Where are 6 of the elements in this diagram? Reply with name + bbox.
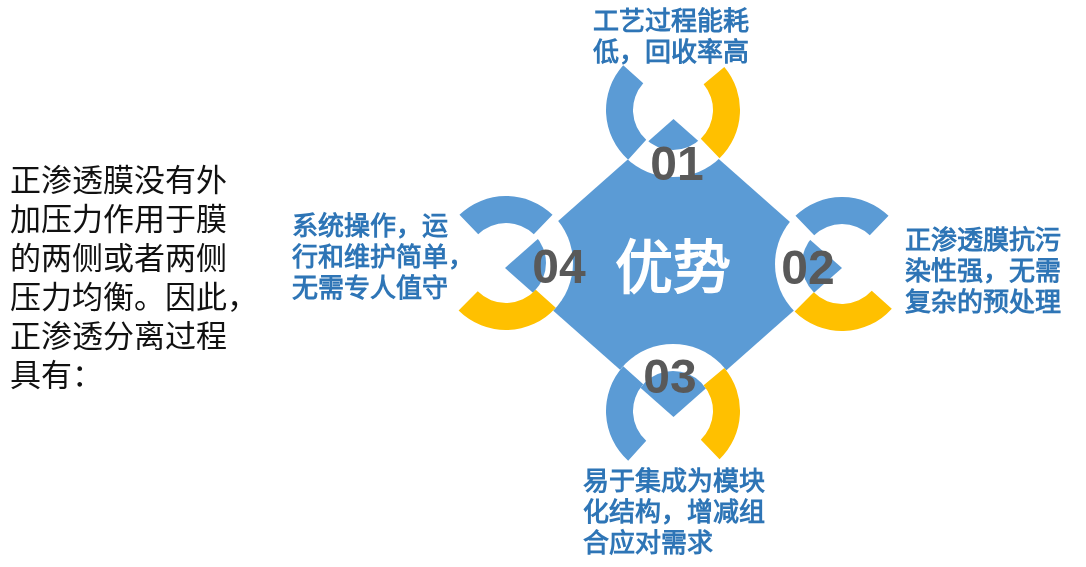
advantage-text: 系统操作，运行和维护简单，无需专人值守: [292, 211, 462, 304]
advantage-text: 易于集成为模块化结构，增减组合应对需求: [583, 466, 766, 559]
intro-text: 正渗透膜没有外加压力作用于膜的两侧或者两侧压力均衡。因此，正渗透分离过程具有：: [10, 161, 244, 395]
center-label: 优势: [615, 239, 731, 297]
advantage-text: 工艺过程能耗低，回收率高: [593, 6, 750, 68]
advantage-text: 正渗透膜抗污染性强，无需复杂的预处理: [905, 225, 1062, 318]
